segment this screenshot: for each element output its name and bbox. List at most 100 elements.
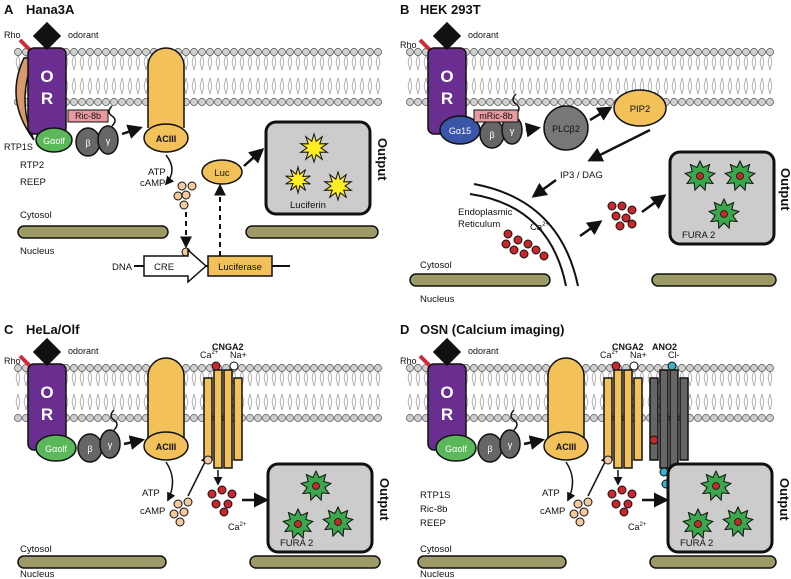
- ric8b-label: Ric-8b: [75, 111, 101, 121]
- luc-enzyme: [201, 159, 243, 185]
- g-gamma: [99, 429, 121, 459]
- odorant-molecule: [432, 21, 462, 51]
- rtp1s-label: RTP1S: [4, 142, 33, 152]
- ca-label: Ca2+: [600, 350, 619, 360]
- arrow-pip2-ip3: [587, 128, 651, 162]
- fura-bound-calcium: [736, 172, 744, 180]
- fura-bound-calcium: [712, 482, 720, 490]
- aciii-channel: [147, 47, 185, 128]
- g-alpha-label: Gα15: [449, 126, 471, 136]
- pip2-molecule: [613, 89, 667, 127]
- er-membrane-outer: [473, 183, 579, 287]
- er-label-1: Endoplasmic: [458, 207, 513, 218]
- output-label-b: Output: [778, 168, 791, 211]
- arrow-er-release: [579, 220, 603, 238]
- ric8b-label: Ric-8b: [420, 504, 447, 515]
- luminescence-star: [323, 170, 353, 202]
- mric8b-protein: [473, 109, 519, 123]
- cnga2-label: CNGA2: [612, 342, 644, 352]
- arrow-g-to-aciii: [123, 435, 145, 450]
- fura-stars: [682, 469, 754, 540]
- fura-bound-calcium: [294, 520, 302, 528]
- odorant-label: odorant: [68, 346, 99, 356]
- ca-label: Ca2+: [200, 350, 219, 360]
- arrow-atp-camp: [164, 154, 175, 186]
- mric8b-label: mRic-8b: [479, 111, 513, 121]
- luciferase-gene: [207, 255, 273, 277]
- aciii-label: ACIII: [556, 442, 577, 452]
- atp-label: ATP: [148, 167, 166, 178]
- ca-label: Ca2+: [530, 222, 549, 233]
- atp-label: ATP: [142, 488, 160, 499]
- luc-label: Luc: [214, 168, 230, 179]
- na-label: Na+: [630, 350, 647, 360]
- ca-superscript: 2+: [212, 350, 219, 356]
- fura-bound-calcium: [734, 518, 742, 526]
- fura-bound-calcium: [334, 518, 342, 526]
- g-alpha-olf: [435, 434, 477, 462]
- er-label-2: Reticulum: [458, 219, 500, 230]
- plc-label: PLCβ2: [552, 124, 580, 134]
- ca-superscript: 2+: [612, 350, 619, 356]
- rtp2-label: RTP2: [20, 160, 44, 171]
- panel-a-title: Hana3A: [26, 2, 75, 17]
- camp-molecules: [569, 497, 593, 527]
- g-beta-label: β: [87, 444, 92, 454]
- er-membrane-inner: [469, 193, 567, 287]
- arrow-atp-camp: [165, 461, 176, 502]
- nucleus-label: Nucleus: [420, 294, 455, 305]
- ca-cyto-text: Ca: [628, 522, 640, 532]
- panel-c: C HeLa/Olf Rho O R odorant Gαolf β γ ACI…: [4, 322, 392, 579]
- arrow-plc-pip2: [589, 106, 613, 122]
- cl-label: Cl-: [668, 350, 680, 360]
- cnga2-channel: [203, 369, 243, 469]
- rho-tag: [18, 354, 32, 368]
- sodium-ion: [229, 361, 239, 371]
- cnga2-label: CNGA2: [212, 342, 244, 352]
- pip2-label: PIP2: [630, 104, 651, 115]
- fura-stars: [282, 469, 354, 540]
- camp-label: cAMP: [140, 178, 165, 189]
- panel-d: D OSN (Calcium imaging) Rho O R odorant …: [400, 322, 791, 579]
- lipid-anchor: [110, 409, 118, 431]
- ca-cyto-label: Ca2+: [228, 522, 247, 532]
- aciii-body: [143, 123, 189, 153]
- nuclear-envelope-right: [651, 273, 777, 287]
- cytosol-label: Cytosol: [20, 210, 52, 221]
- na-label: Na+: [230, 350, 247, 360]
- nucleus-label: Nucleus: [420, 569, 455, 579]
- cytosol-label: Cytosol: [20, 544, 52, 555]
- rho-label: Rho: [400, 40, 417, 50]
- output-label-d: Output: [777, 478, 791, 521]
- ca-cyto-superscript: 2+: [640, 522, 647, 528]
- arrow-luc-output: [243, 148, 265, 167]
- luminescence-star: [285, 165, 311, 195]
- calcium-ion: [211, 361, 221, 371]
- panel-b-letter: B: [400, 2, 409, 17]
- released-calcium: [607, 201, 637, 231]
- panel-c-letter: C: [4, 322, 14, 337]
- g-alpha-label: Gαolf: [45, 444, 67, 454]
- g-beta-label: β: [85, 138, 90, 148]
- rho-tag: [418, 354, 432, 368]
- g-alpha-olf: [35, 127, 73, 153]
- nuclear-envelope-right: [649, 555, 777, 569]
- panel-a-letter: A: [4, 2, 14, 17]
- reep-label: REEP: [20, 177, 46, 188]
- odorant-label: odorant: [468, 346, 499, 356]
- nuclear-envelope-left: [417, 555, 567, 569]
- g-gamma-label: γ: [106, 136, 111, 146]
- g-alpha-olf: [35, 434, 77, 462]
- luminescence-star: [299, 132, 329, 164]
- g-alpha-label: Gαolf: [445, 444, 467, 454]
- g-gamma-label: γ: [108, 440, 113, 450]
- panel-c-title: HeLa/Olf: [26, 322, 80, 337]
- nuclear-envelope-right: [245, 225, 379, 239]
- rho-tag: [418, 38, 432, 52]
- or-letter-r: R: [441, 405, 453, 424]
- fura-bound-calcium: [720, 210, 728, 218]
- or-letter-o: O: [40, 383, 53, 402]
- panel-a: A Hana3A Cytosol Nucleus Rho O R odorant…: [4, 2, 390, 284]
